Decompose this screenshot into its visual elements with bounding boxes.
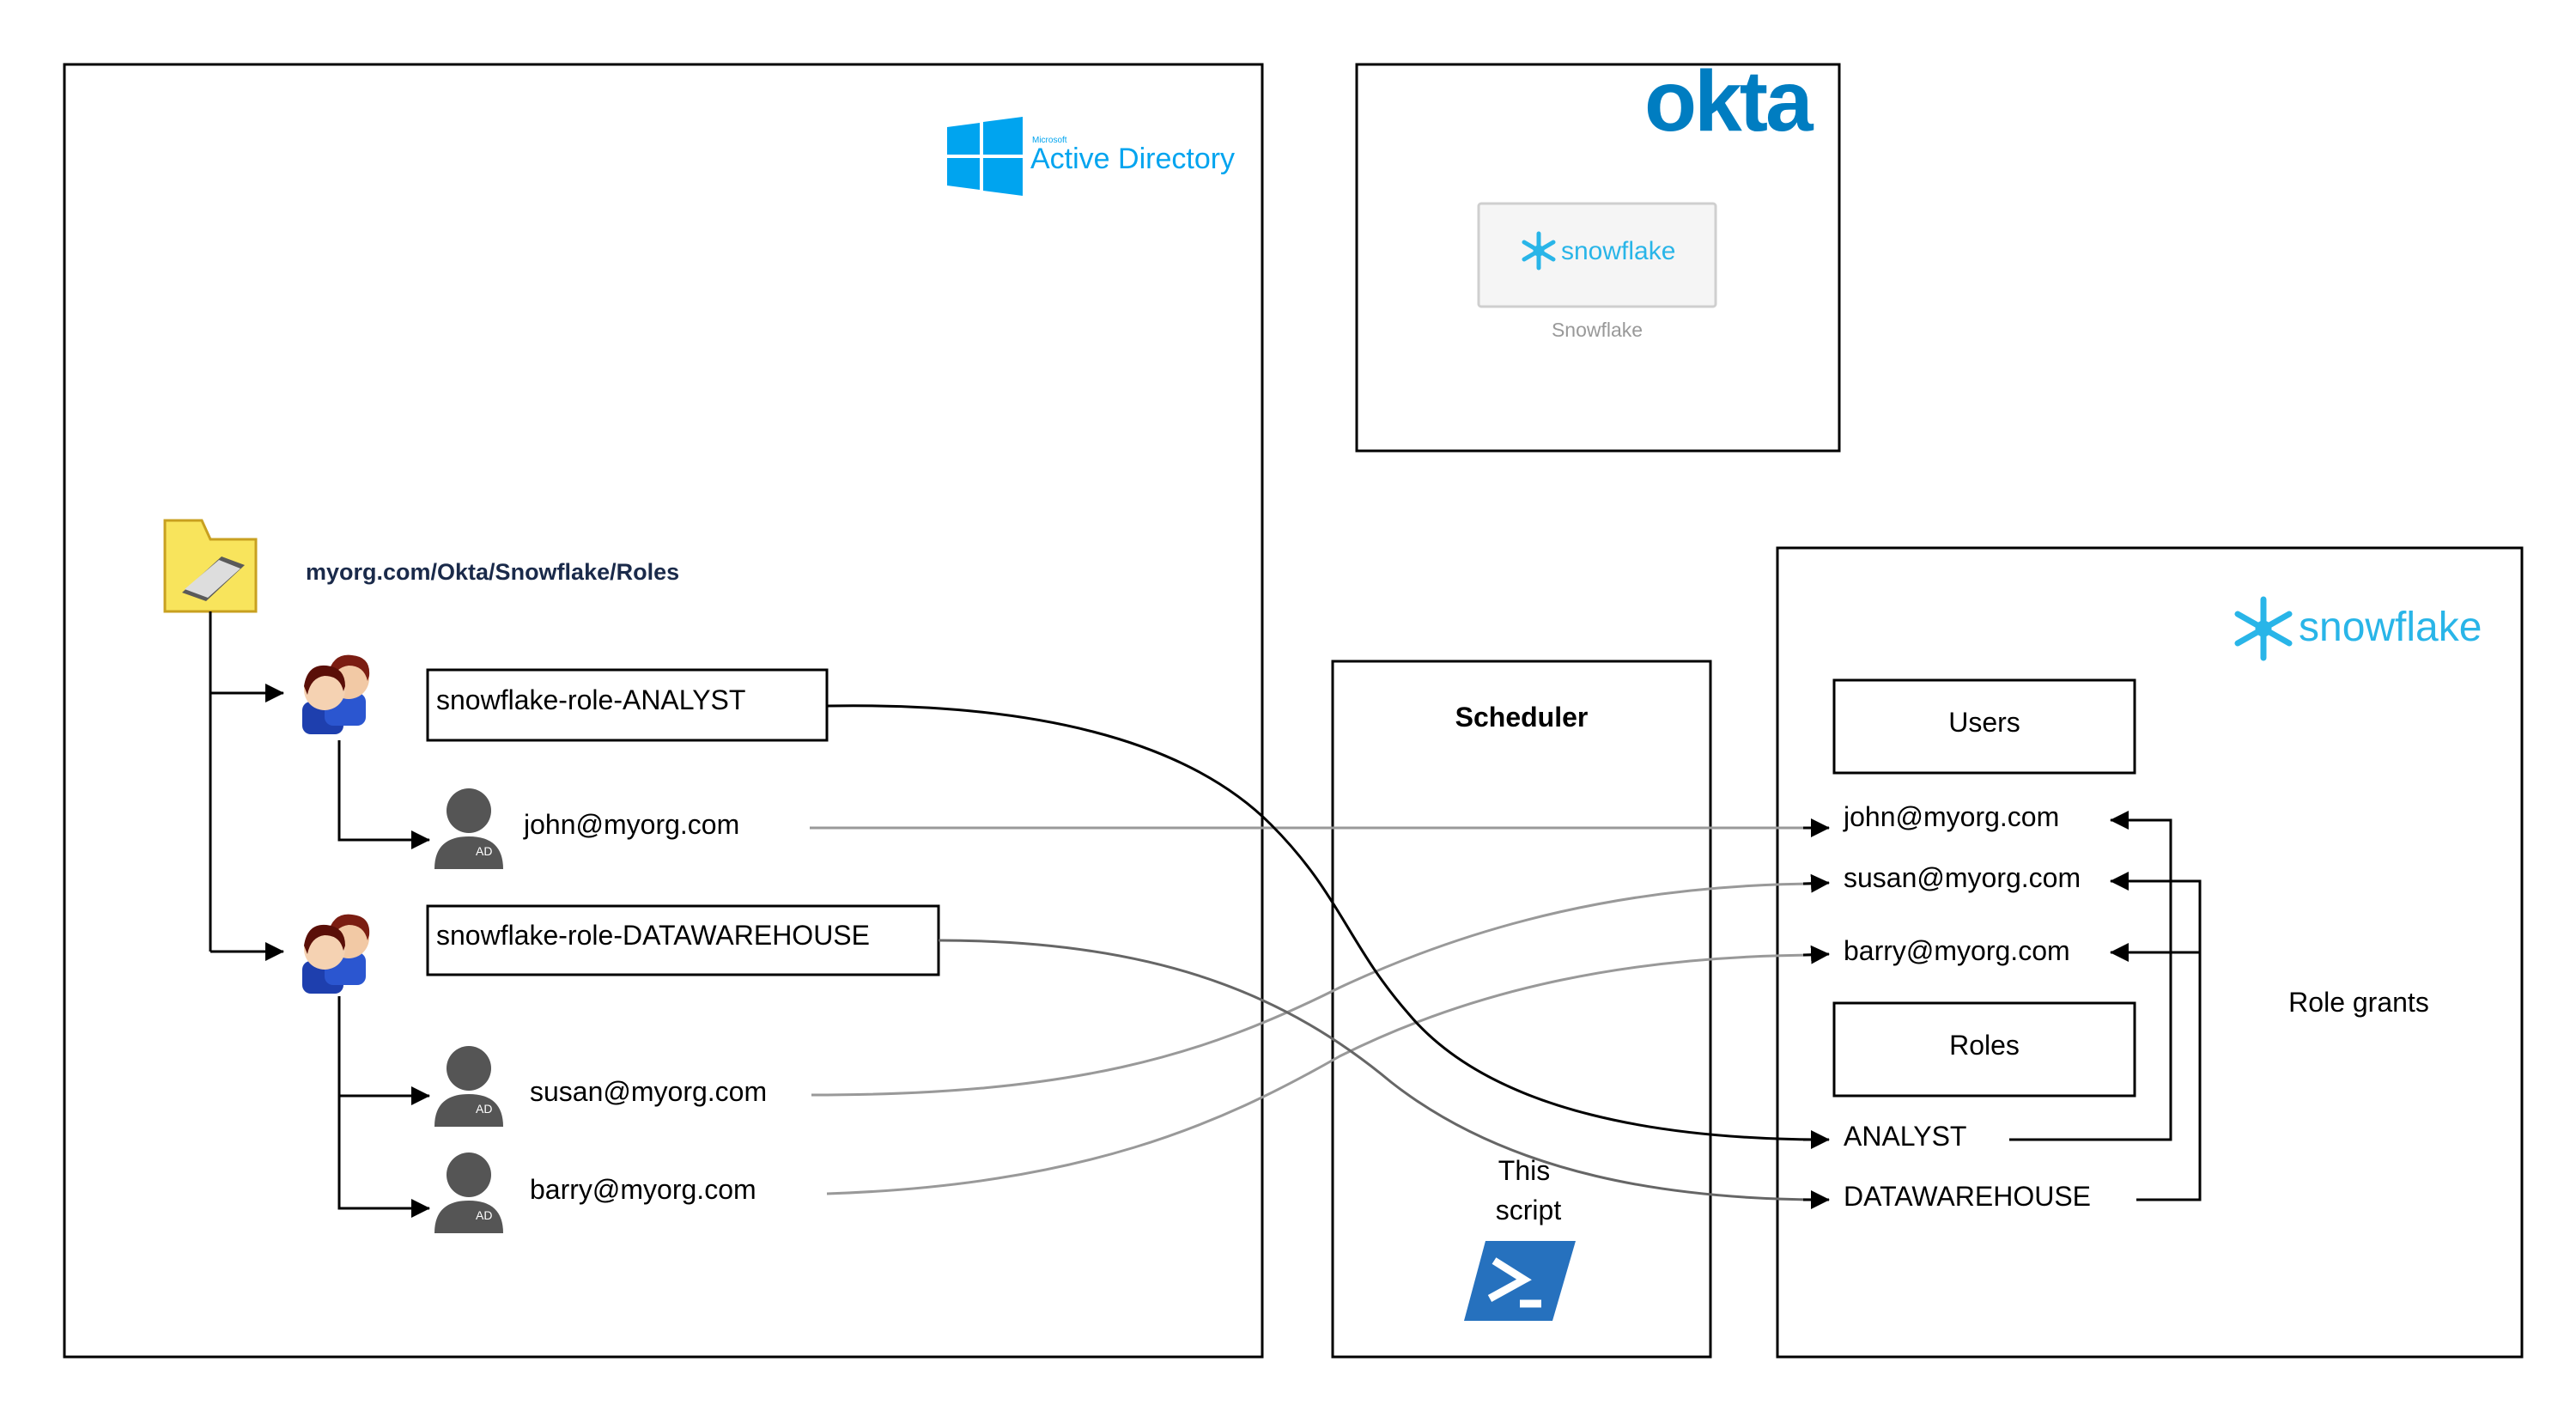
active-directory-container bbox=[63, 63, 1264, 1359]
group-box-datawarehouse bbox=[426, 904, 940, 976]
ad-user-john: john@myorg.com bbox=[523, 809, 739, 840]
scheduler-title: Scheduler bbox=[1455, 702, 1589, 733]
sf-user-john: john@myorg.com bbox=[1843, 801, 2059, 832]
ad-badge: AD bbox=[476, 1102, 492, 1116]
users-header: Users bbox=[1948, 707, 2020, 738]
sf-user-barry: barry@myorg.com bbox=[1844, 935, 2070, 966]
group-icon bbox=[302, 914, 370, 994]
ad-user-icon: AD bbox=[434, 1046, 503, 1127]
snowflake-icon bbox=[1522, 231, 1556, 271]
sf-user-susan: susan@myorg.com bbox=[1844, 862, 2081, 893]
ou-folder-icon bbox=[163, 519, 258, 613]
snowflake-container bbox=[1776, 546, 2524, 1359]
ad-user-barry: barry@myorg.com bbox=[530, 1174, 756, 1205]
ou-path-label: myorg.com/Okta/Snowflake/Roles bbox=[306, 559, 679, 585]
users-header-box bbox=[1832, 678, 2136, 775]
powershell-icon bbox=[1464, 1241, 1576, 1321]
ad-badge: AD bbox=[476, 844, 492, 858]
group-label-analyst: snowflake-role-ANALYST bbox=[436, 684, 745, 715]
script-label-line2: script bbox=[1496, 1195, 1562, 1225]
roles-header: Roles bbox=[1949, 1030, 2020, 1061]
okta-app-tile-text: snowflake bbox=[1561, 237, 1675, 265]
sf-role-datawarehouse: DATAWAREHOUSE bbox=[1844, 1181, 2091, 1212]
scheduler-container bbox=[1331, 660, 1712, 1359]
roles-header-box bbox=[1832, 1001, 2136, 1098]
ad-logo-small-text: Microsoft bbox=[1032, 136, 1067, 145]
ad-badge: AD bbox=[476, 1208, 492, 1222]
ad-logo-text: Active Directory bbox=[1030, 143, 1235, 175]
user-sync-arrowheads bbox=[1802, 818, 1830, 964]
okta-snowflake-app-tile[interactable] bbox=[1477, 202, 1717, 308]
sf-role-analyst: ANALYST bbox=[1844, 1121, 1966, 1152]
okta-container bbox=[1355, 63, 1841, 453]
user-sync-lines bbox=[810, 826, 1820, 1195]
role-sync-lines bbox=[826, 704, 1830, 1209]
ad-user-icon: AD bbox=[434, 1152, 503, 1233]
role-grants-label: Role grants bbox=[2288, 987, 2429, 1018]
ad-user-icon: AD bbox=[434, 788, 503, 869]
snowflake-logo-icon bbox=[2234, 596, 2293, 661]
ad-user-susan: susan@myorg.com bbox=[530, 1076, 767, 1107]
group-box-analyst bbox=[426, 668, 829, 742]
snowflake-logo-text: snowflake bbox=[2299, 605, 2482, 650]
role-grant-lines bbox=[2009, 811, 2202, 1201]
windows-logo-icon bbox=[947, 117, 1023, 196]
group-icon bbox=[302, 654, 370, 734]
okta-app-label: Snowflake bbox=[1552, 319, 1643, 341]
ou-tree-lines bbox=[209, 611, 430, 1218]
group-label-datawarehouse: snowflake-role-DATAWAREHOUSE bbox=[436, 920, 870, 951]
okta-logo: okta bbox=[1644, 53, 1814, 149]
